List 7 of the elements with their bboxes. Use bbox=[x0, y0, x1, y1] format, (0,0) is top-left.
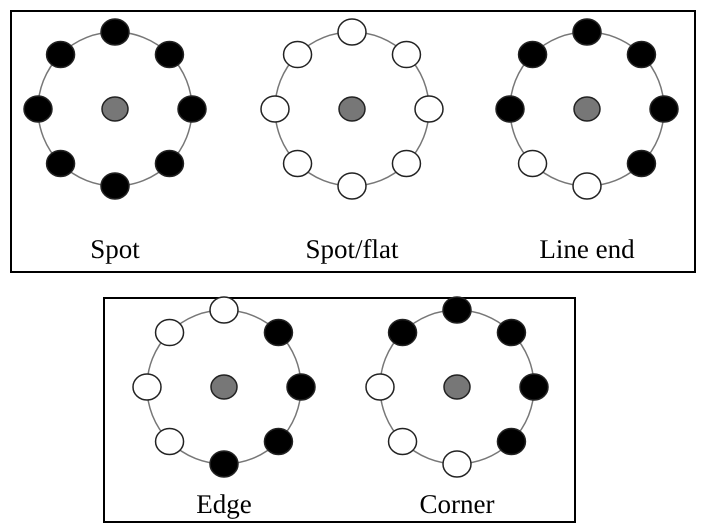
panel-frame bbox=[10, 10, 696, 273]
pattern-label: Corner bbox=[418, 489, 496, 519]
pattern-label: Spot bbox=[89, 234, 141, 264]
panel-frame bbox=[103, 297, 576, 523]
pattern-label: Edge bbox=[195, 489, 253, 519]
pattern-label: Spot/flat bbox=[304, 234, 400, 264]
pattern-label: Line end bbox=[538, 234, 636, 264]
